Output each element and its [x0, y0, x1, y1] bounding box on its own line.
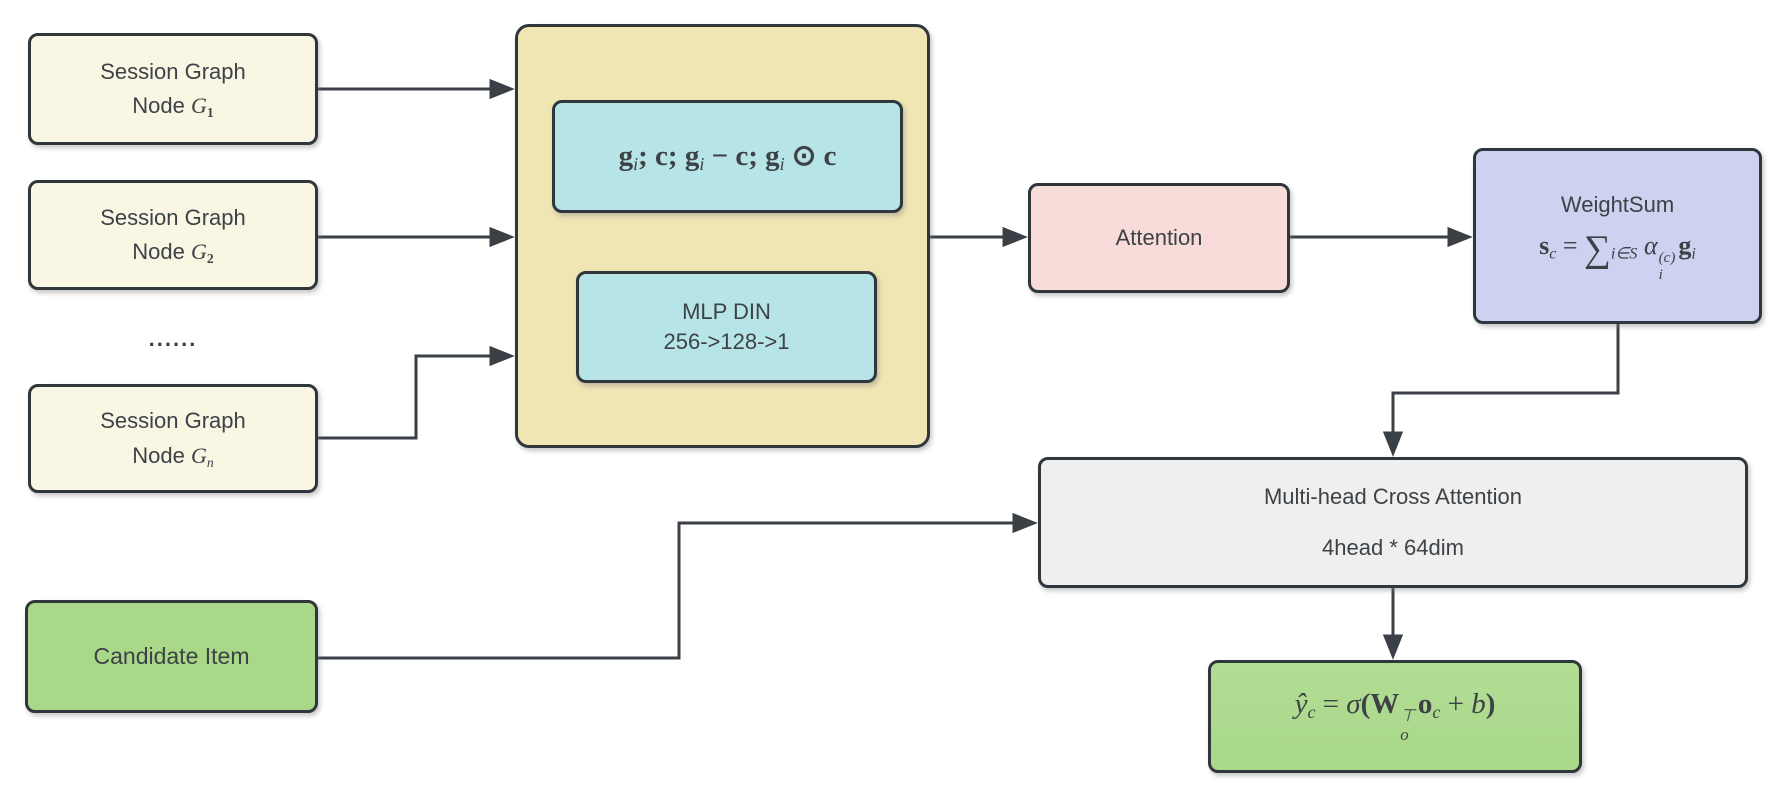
din-attention-block: [515, 24, 930, 448]
formula-token: G: [191, 442, 207, 468]
formula-token: c: [735, 139, 749, 172]
session-n-title: Session Graph: [100, 408, 246, 434]
formula-token: i: [633, 154, 639, 175]
formula-token: c: [1307, 702, 1316, 722]
formula-token: s: [1539, 231, 1550, 261]
formula-token: W: [1370, 687, 1400, 720]
formula-token: i: [1691, 245, 1696, 263]
multihead-cross-attention-node: Multi-head Cross Attention 4head * 64dim: [1038, 457, 1748, 588]
formula-token: c: [1549, 245, 1557, 263]
formula-token: Node: [132, 442, 191, 468]
candidate-item-label: Candidate Item: [93, 642, 250, 669]
session-2-title: Session Graph: [100, 204, 246, 230]
formula-token: (c)i: [1658, 249, 1676, 283]
formula-token: G: [191, 239, 207, 264]
formula-token: Node: [132, 93, 191, 118]
formula-token: c: [655, 139, 668, 172]
formula-token: (: [1360, 687, 1371, 720]
formula-token: n: [206, 454, 214, 470]
mlp-din-node: MLP DIN 256->128->1: [576, 271, 877, 383]
formula-token: σ: [1346, 687, 1361, 720]
formula-token: +: [1440, 687, 1472, 720]
session-1-subtitle: Node G1: [132, 89, 213, 123]
formula-token: i: [699, 154, 705, 175]
formula-token: g: [684, 139, 700, 172]
formula-token: ;: [638, 139, 656, 172]
candidate-item-node: Candidate Item: [25, 600, 318, 713]
attention-label: Attention: [1115, 224, 1203, 250]
ellipsis-label: ......: [148, 326, 198, 351]
formula-token: i: [779, 154, 785, 175]
mlp-din-label: MLP DIN: [682, 299, 771, 325]
formula-token: ⊙: [784, 139, 824, 172]
formula-token: g: [1678, 231, 1692, 261]
session-1-title: Session Graph: [100, 58, 246, 84]
multihead-dims: 4head * 64dim: [1322, 535, 1464, 560]
session-graph-node-2: Session Graph Node G2: [28, 180, 318, 290]
formula-token: b: [1471, 687, 1486, 720]
connector-weightsum-to-multihead: [1382, 324, 1620, 457]
mlp-din-dims: 256->128->1: [663, 329, 790, 354]
attention-node: Attention: [1028, 183, 1290, 293]
formula-token: g: [765, 139, 780, 172]
formula-token: Node: [132, 239, 191, 264]
formula-token: =: [1556, 231, 1585, 261]
formula-token: c: [1432, 702, 1441, 722]
formula-token: o: [1417, 687, 1433, 720]
formula-token: G: [191, 93, 207, 118]
connector-sessionN-to-concat: [318, 345, 515, 440]
formula-token: ;: [748, 139, 766, 172]
formula-token: α: [1644, 231, 1658, 261]
formula-token: ;: [667, 139, 685, 172]
formula-token: g: [618, 139, 634, 172]
multihead-title: Multi-head Cross Attention: [1263, 483, 1523, 509]
session-graph-node-1: Session Graph Node G1: [28, 33, 318, 145]
formula-token: ŷ: [1294, 687, 1308, 720]
concat-features-node: gi; c; gi − c; gi ⊙ c: [552, 100, 903, 213]
formula-token: i∈S: [1610, 245, 1638, 263]
session-graph-node-n: Session Graph Node Gn: [28, 384, 318, 493]
weightsum-title: WeightSum: [1560, 192, 1675, 218]
formula-token: c: [823, 139, 837, 172]
session-2-subtitle: Node G2: [132, 235, 213, 269]
formula-token: ⊤o: [1400, 706, 1415, 745]
formula-token: ): [1485, 687, 1496, 720]
formula-token: 2: [206, 250, 214, 266]
formula-token: ∑: [1584, 228, 1611, 271]
session-n-subtitle: Node Gn: [132, 439, 213, 473]
formula-token: =: [1315, 687, 1347, 720]
connector-candidate-to-multihead: [318, 512, 1038, 660]
concat-formula: gi; c; gi − c; gi ⊙ c: [619, 138, 837, 175]
formula-token: −: [704, 139, 736, 172]
formula-token: 1: [206, 104, 214, 120]
